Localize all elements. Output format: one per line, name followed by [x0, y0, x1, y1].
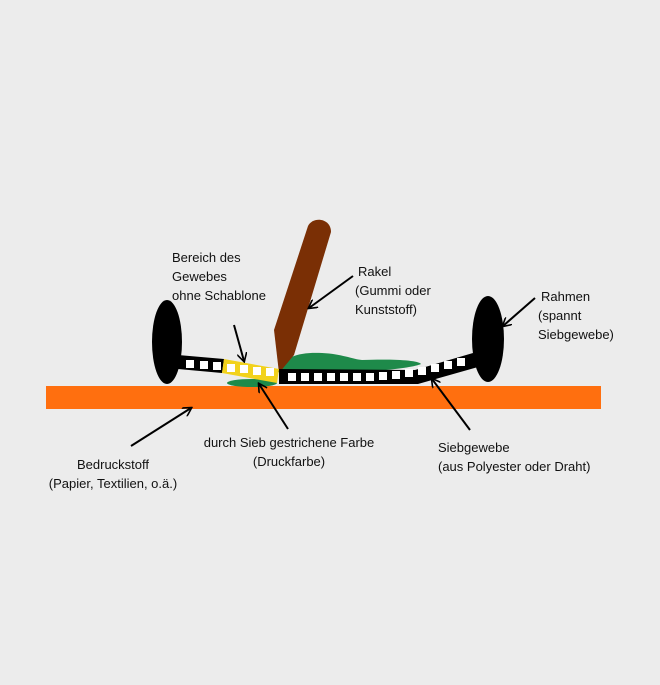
label-siebgewebe-line1: Siebgewebe [438, 440, 510, 455]
label-bereich: Bereich des Gewebes ohne Schablone [172, 248, 266, 305]
frame-right [472, 296, 504, 382]
label-siebgewebe: Siebgewebe (aus Polyester oder Draht) [438, 438, 590, 476]
label-rahmen-line1: Rahmen [541, 289, 591, 304]
label-rakel-line1: Rakel [358, 264, 392, 279]
mesh-cells [186, 358, 465, 381]
label-rakel-line3: Kunststoff) [355, 302, 417, 317]
label-rahmen-line3: Siebgewebe) [538, 327, 614, 342]
label-farbe: durch Sieb gestrichene Farbe (Druckfarbe… [191, 433, 387, 471]
label-siebgewebe-line2: (aus Polyester oder Draht) [438, 459, 591, 474]
label-bereich-line2: Gewebes [172, 269, 227, 284]
substrate-bar [46, 386, 601, 409]
frame-left [152, 300, 182, 384]
label-rakel-line2: (Gummi oder [355, 283, 431, 298]
stencil-free-area [222, 359, 279, 383]
label-bedruckstoff-line1: Bedruckstoff [76, 457, 150, 472]
label-farbe-line2: (Druckfarbe) [252, 454, 326, 469]
label-rakel: Rakel (Gummi oder Kunststoff) [355, 262, 431, 319]
arrow-bedruckstoff [130, 408, 191, 447]
label-rahmen: Rahmen (spannt Siebgewebe) [538, 287, 614, 344]
arrow-bereich [233, 324, 244, 361]
arrow-rahmen [503, 297, 536, 326]
squeegee [274, 219, 331, 373]
label-bereich-line3: ohne Schablone [172, 288, 266, 303]
arrow-siebgewebe [432, 379, 471, 431]
arrow-rakel [309, 275, 354, 308]
label-farbe-line1: durch Sieb gestrichene Farbe [203, 435, 375, 450]
label-bedruckstoff-line2: (Papier, Textilien, o.ä.) [48, 476, 178, 491]
arrow-farbe [259, 384, 289, 430]
label-rahmen-line2: (spannt [538, 308, 582, 323]
label-bedruckstoff: Bedruckstoff (Papier, Textilien, o.ä.) [38, 455, 188, 493]
label-bereich-line1: Bereich des [172, 250, 241, 265]
